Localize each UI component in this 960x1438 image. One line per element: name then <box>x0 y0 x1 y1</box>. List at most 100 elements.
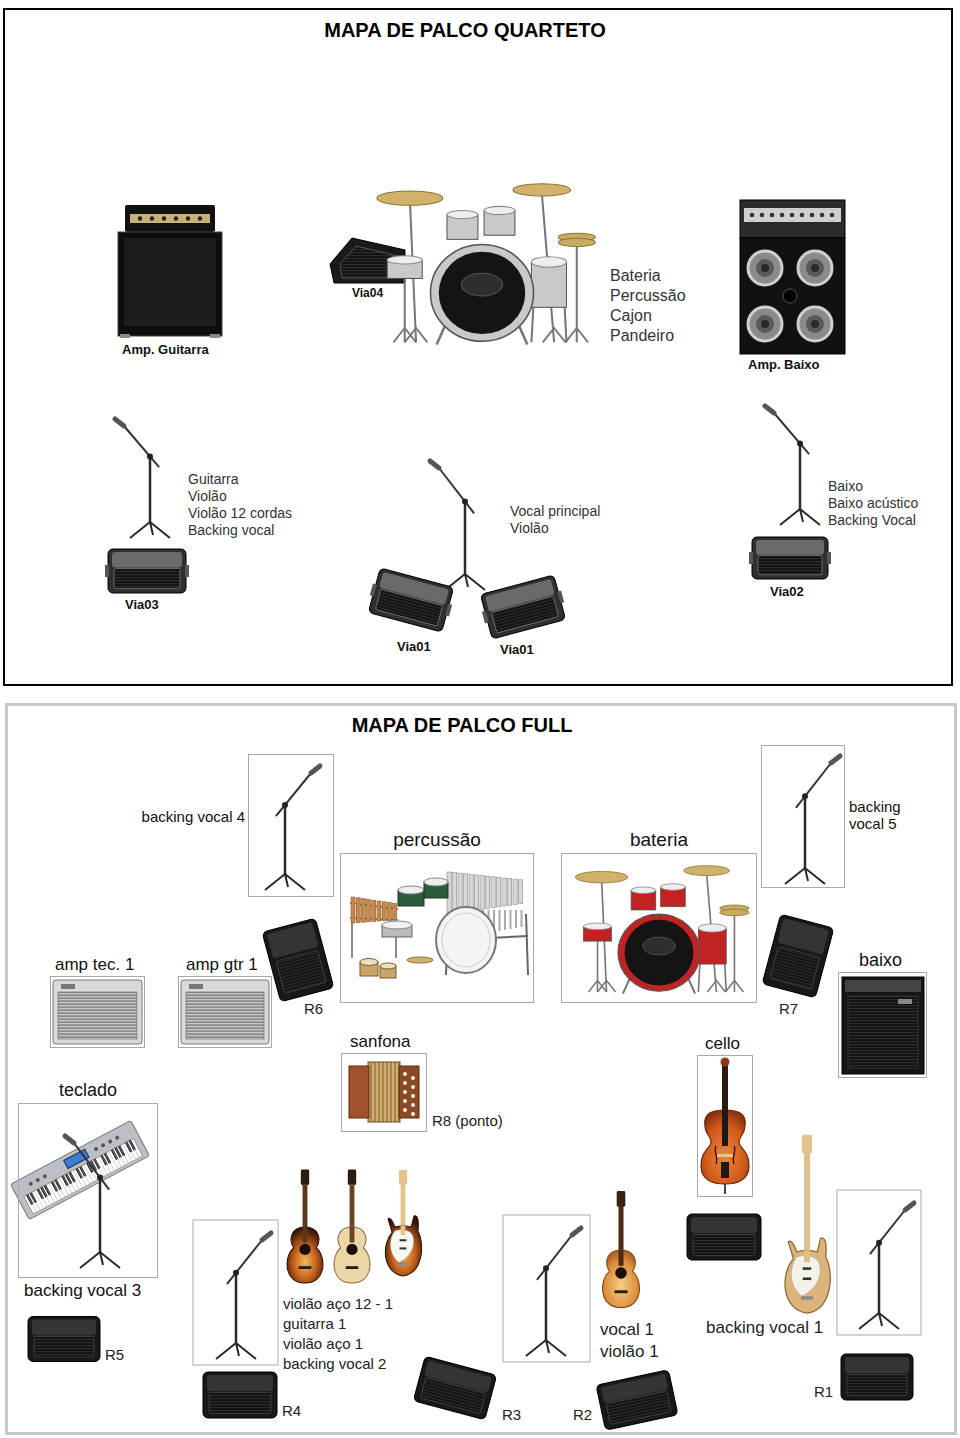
combo-amp <box>181 980 269 1044</box>
accordion-button <box>411 1076 415 1080</box>
cello-body <box>701 1110 749 1184</box>
amp-cabinet <box>118 232 222 336</box>
speaker-inner <box>806 315 824 333</box>
snare-head <box>387 256 422 264</box>
mic-clamp <box>97 1175 103 1181</box>
monitor-handle <box>105 565 109 577</box>
monitor-body <box>108 549 186 593</box>
floor-monitor <box>596 1370 678 1430</box>
vibraphone-bar <box>513 879 517 904</box>
hardware-stand <box>597 941 599 992</box>
vibraphone-resonator <box>521 910 523 927</box>
mic-stand <box>430 461 485 590</box>
amp-label: Amp. Guitarra <box>122 343 209 358</box>
white-key <box>45 1185 54 1203</box>
amp-frame: amp gtr 1 <box>178 976 272 1048</box>
monitor-handle <box>827 552 831 564</box>
hardware-stand <box>404 278 406 342</box>
instrument-label: Guitarra <box>188 471 239 487</box>
monitor-body <box>413 1356 496 1420</box>
monitor-top <box>756 540 824 555</box>
amp-cabinet <box>740 238 845 354</box>
bass-drum-head <box>439 252 526 334</box>
microphone <box>311 766 320 773</box>
vibraphone-bar <box>464 874 468 912</box>
instrument-frame: sanfona <box>341 1053 427 1132</box>
speaker-cap <box>811 264 819 272</box>
vibraphone-resonator <box>499 910 501 931</box>
amp-knob <box>770 213 775 218</box>
mic-frame <box>837 1190 921 1335</box>
instrument-label: Vocal principal <box>510 503 600 519</box>
instrument-label: backing vocal 2 <box>283 1355 386 1372</box>
monitor-grille <box>491 596 558 633</box>
guitar-neck <box>303 1184 308 1234</box>
pickup <box>803 1278 812 1281</box>
amp-knob <box>138 216 142 220</box>
mic-frame <box>193 1220 278 1365</box>
amp-knob <box>780 213 785 218</box>
microphone <box>765 406 774 413</box>
node-heading: backing vocal 5 <box>849 798 921 833</box>
microphone <box>430 461 439 468</box>
amp-logo <box>189 984 203 989</box>
mic-stand <box>216 1233 271 1359</box>
amp-head <box>125 205 215 232</box>
instrument-label: guitarra 1 <box>283 1315 346 1332</box>
monitor-top <box>691 1217 757 1233</box>
instrument-label: Violão 12 cordas <box>188 505 292 521</box>
white-key <box>31 1193 40 1211</box>
monitor-label: Via01 <box>500 643 534 658</box>
guitar-bridge <box>346 1266 359 1269</box>
xylophone-bar <box>382 902 386 921</box>
mic-stand <box>115 419 170 538</box>
monitor-grille <box>276 950 326 993</box>
monitor-body <box>841 1354 913 1400</box>
pickup <box>400 1247 407 1249</box>
sound-hole <box>615 1267 627 1279</box>
monitor-label: Via04 <box>352 287 383 301</box>
snare-head <box>382 921 412 929</box>
instrument-label: Violão <box>510 520 549 536</box>
speaker-cone <box>798 251 832 285</box>
guitar-body <box>603 1250 640 1308</box>
keyboard-body <box>11 1120 150 1219</box>
sound-hole <box>346 1244 357 1255</box>
monitor-grille <box>375 589 442 626</box>
amp-grille <box>848 996 918 1068</box>
microphone <box>831 756 840 763</box>
white-key <box>56 1180 65 1198</box>
amp-knob <box>162 216 166 220</box>
mic-tripod <box>526 1340 566 1356</box>
guitar-headstock <box>617 1191 626 1207</box>
bass-drum-head <box>625 920 694 986</box>
monitor-handle <box>370 584 377 597</box>
bellows-fold <box>371 1062 372 1122</box>
stand-legs <box>707 980 725 991</box>
amp-panel <box>130 214 210 223</box>
monitor-handle <box>445 604 452 617</box>
node-heading: backing vocal 4 <box>142 808 245 825</box>
instrument-label: Percussão <box>610 287 686 305</box>
instrument-label: Violão <box>188 488 227 504</box>
vibraphone-bar <box>497 877 501 906</box>
monitor-grille <box>34 1336 94 1357</box>
mic-boom <box>124 426 159 467</box>
mic-frame: backing vocal 4 <box>248 754 334 897</box>
mic-stand <box>765 406 820 525</box>
amp-cabinet <box>842 977 924 1074</box>
stand-legs <box>405 328 428 342</box>
steel-guitar-12 <box>287 1170 323 1283</box>
bass-drum-port <box>461 273 502 296</box>
monitor-label: R5 <box>105 1346 124 1363</box>
bass-combo <box>842 977 924 1074</box>
cymbal <box>407 957 433 963</box>
floor-monitor <box>413 1356 496 1420</box>
guitar-headstock <box>348 1170 356 1185</box>
speaker-cone <box>748 251 782 285</box>
instrument-label: violão aço 1 <box>283 1335 363 1352</box>
mic-tripod <box>80 1252 120 1268</box>
vibraphone-resonator <box>510 910 512 929</box>
microphone <box>262 1233 271 1240</box>
